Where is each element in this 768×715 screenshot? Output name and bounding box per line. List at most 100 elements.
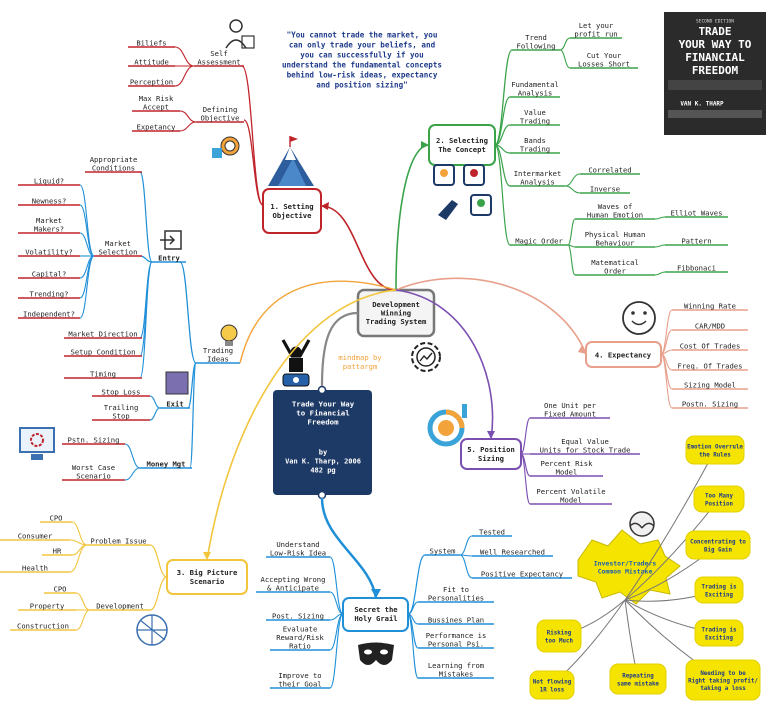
label-line: Personalities — [428, 594, 484, 603]
label-line: CPO — [54, 585, 67, 594]
mask-eye-r — [380, 650, 388, 655]
label-line: Liquid? — [34, 177, 64, 186]
label-line: Holy Grail — [354, 614, 397, 623]
cc-coin — [438, 420, 454, 436]
label-line: The Concept — [438, 145, 486, 154]
gear-chart-icon — [412, 343, 440, 371]
entry-item-0: Market Direction — [68, 330, 137, 339]
label-line: Conditions — [92, 164, 135, 173]
watermark-text: mindmap bypattargm — [338, 353, 382, 371]
money-item-1: Worst CaseScenario — [72, 463, 115, 481]
label-line: Behaviour — [596, 239, 636, 248]
magic-leaf-b0 — [655, 217, 665, 219]
label-line: Tested — [479, 528, 505, 537]
label-line: Assessment — [197, 58, 240, 67]
expectancy-item-5: Postn. Sizing — [682, 400, 738, 409]
label-line: Low-Risk Idea — [270, 549, 326, 558]
self-item-0: Biliefs — [136, 39, 166, 48]
defining-item-1: Expetancy — [137, 123, 177, 132]
trend-b1 — [560, 50, 570, 68]
label-line: Bussines Plan — [428, 616, 484, 625]
center-to-development — [322, 313, 358, 386]
inter-b1 — [565, 186, 580, 193]
label-line: Expetancy — [137, 123, 177, 132]
label-line: Concentrating to — [690, 540, 746, 546]
label-line: Attitude — [134, 58, 169, 67]
bp-to-problem — [150, 545, 167, 577]
label-line: taking a loss — [700, 686, 746, 692]
development-branch: Development — [96, 602, 144, 611]
cc-bar — [462, 404, 467, 418]
problem-item-3: Health — [22, 564, 48, 573]
dv-b0 — [76, 593, 90, 610]
label-line: Consumer — [18, 532, 53, 541]
development-item-1: Property — [30, 602, 65, 611]
sc-to-magic — [495, 145, 510, 245]
label-line: Trading is — [702, 585, 737, 591]
development-item-2: Construction — [17, 622, 69, 631]
ps-b0 — [521, 418, 530, 454]
label-line: mindmap by — [338, 353, 382, 362]
label-line: the Rules — [699, 452, 731, 458]
label-line: Independent? — [23, 310, 75, 319]
label-line: their Goal — [278, 680, 321, 689]
label-line: Model — [556, 468, 578, 477]
money-mgt: Money Mgt — [147, 460, 186, 469]
label-line: Fixed Amount — [544, 410, 596, 419]
label-line: "You cannot trade the market, you — [287, 31, 438, 40]
market-selection: MarketSelection — [99, 239, 138, 257]
gear-inner — [417, 348, 435, 366]
computer-gear-icon — [20, 428, 54, 460]
exit-item-1: TrailingStop — [104, 403, 139, 421]
money-b0 — [125, 444, 140, 468]
pc-head — [230, 20, 242, 32]
pi-b2 — [72, 545, 87, 555]
label-line: understand the fundamental concepts — [282, 61, 442, 70]
label-line: pattargm — [343, 362, 378, 371]
label-line: Freq. Of Trades — [678, 362, 743, 371]
lb-bulb — [221, 325, 237, 341]
sh-eye-r — [643, 311, 647, 315]
bp-to-development — [150, 577, 167, 610]
market-item-0: Liquid? — [34, 177, 64, 186]
market-item-4: Capital? — [32, 270, 67, 279]
label-line: Perception — [130, 78, 173, 87]
label-line: Trading System — [366, 317, 427, 326]
pc-body — [226, 40, 246, 48]
label-line: TRADE — [698, 25, 731, 38]
quote-text: "You cannot trade the market, youcan onl… — [282, 31, 442, 90]
label-line: Scenario — [76, 472, 111, 481]
label-line: Positive Expectancy — [481, 570, 564, 579]
lb-base — [225, 341, 233, 346]
label-line: Pattern — [681, 237, 711, 246]
label-line: & Anticipate — [267, 584, 319, 593]
self-assessment: SelfAssessment — [197, 49, 240, 67]
arrow-selecting — [421, 141, 429, 149]
label-line: Losses Short — [578, 60, 630, 69]
label-line: Correlated — [588, 166, 631, 175]
label-line: Sizing Model — [684, 381, 736, 390]
label-line: Volatility? — [25, 248, 73, 257]
label-line: CPO — [50, 514, 63, 523]
holy-left-item-2: Post. Sizing — [272, 612, 324, 621]
expectancy-label: 4. Expectancy — [595, 351, 652, 360]
label-line: Timing — [90, 370, 116, 379]
pi-b1 — [70, 540, 87, 545]
label-line: Risking — [547, 631, 572, 637]
system-item-2: Positive Expectancy — [481, 570, 564, 579]
label-line: Accept — [143, 103, 169, 112]
center-top-dot — [319, 387, 326, 394]
book-footer-bar — [668, 110, 762, 118]
def-branch — [180, 111, 196, 122]
label-line: and position sizing" — [316, 81, 407, 90]
position-item-3: Percent VolatileModel — [536, 487, 605, 505]
system-item-1: Well Researched — [480, 548, 545, 557]
center-pages: 482 pg — [310, 467, 335, 475]
money-item-0: Pstn. Sizing — [68, 436, 120, 445]
defining-item-0: Max RiskAccept — [139, 94, 174, 112]
label-line: by — [319, 449, 328, 457]
label-line: Not flowing — [533, 680, 572, 686]
tm-head-0 — [440, 169, 448, 177]
label-line: Setup Condition — [71, 348, 136, 357]
